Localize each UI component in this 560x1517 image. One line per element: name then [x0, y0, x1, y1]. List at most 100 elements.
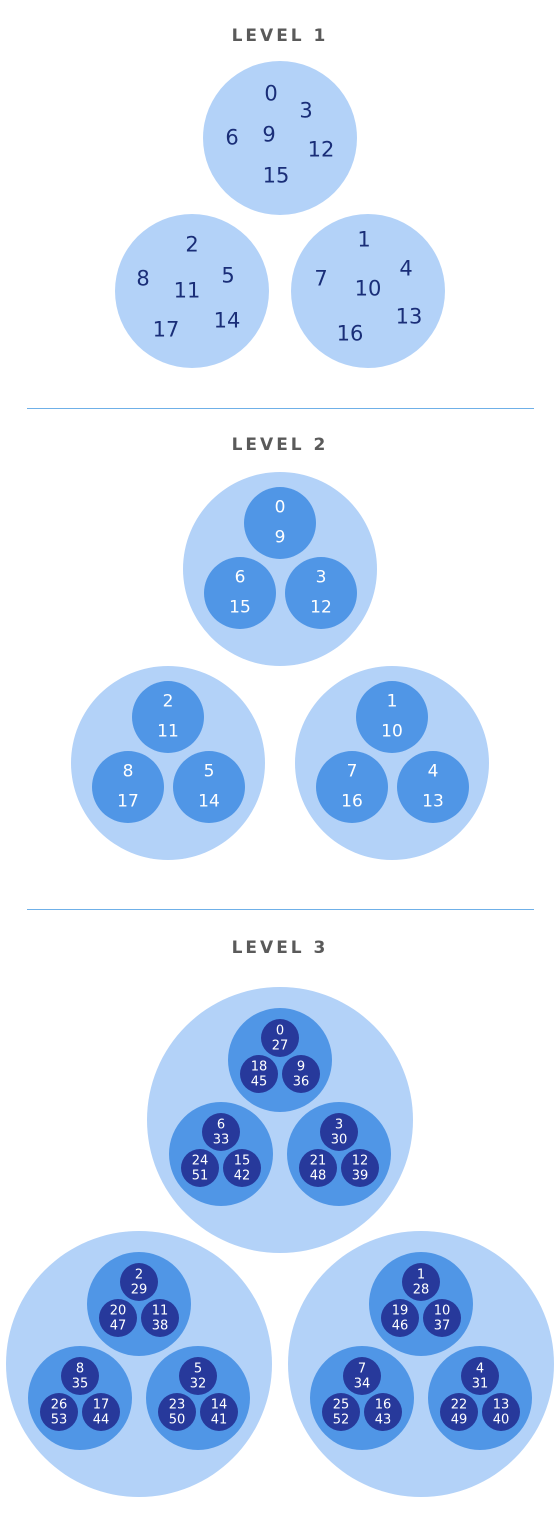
- number-label: 10: [433, 1303, 451, 1319]
- number-label: 17: [92, 1397, 110, 1413]
- number-label: 0: [264, 81, 278, 106]
- subgroup-circle: [92, 751, 164, 823]
- number-label: 8: [75, 1361, 85, 1377]
- number-label: 53: [50, 1412, 68, 1428]
- number-label: 24: [191, 1153, 209, 1169]
- leaf-circle: [402, 1263, 440, 1301]
- leaf-circle: [364, 1393, 402, 1431]
- leaf-circle: [158, 1393, 196, 1431]
- subgroup-circle: [285, 557, 357, 629]
- number-label: 16: [336, 321, 364, 346]
- number-label: 1: [357, 227, 371, 252]
- divider-2: [27, 909, 534, 910]
- number-label: 16: [374, 1397, 392, 1413]
- number-label: 11: [157, 721, 179, 742]
- number-label: 36: [292, 1074, 310, 1090]
- number-label: 18: [250, 1059, 268, 1075]
- leaf-circle: [299, 1149, 337, 1187]
- number-label: 1: [386, 691, 398, 712]
- leaf-circle: [181, 1149, 219, 1187]
- number-label: 7: [314, 266, 328, 291]
- number-label: 5: [221, 263, 235, 288]
- number-label: 0: [274, 497, 286, 518]
- leaf-circle: [82, 1393, 120, 1431]
- number-label: 13: [395, 304, 423, 329]
- number-label: 39: [351, 1168, 369, 1184]
- number-label: 4: [475, 1361, 485, 1377]
- number-label: 23: [168, 1397, 186, 1413]
- leaf-circle: [322, 1393, 360, 1431]
- number-label: 7: [357, 1361, 367, 1377]
- number-label: 3: [299, 98, 313, 123]
- number-label: 5: [193, 1361, 203, 1377]
- number-label: 13: [422, 791, 444, 812]
- divider-1: [27, 408, 534, 409]
- number-label: 25: [332, 1397, 350, 1413]
- number-label: 12: [351, 1153, 369, 1169]
- number-label: 41: [210, 1412, 228, 1428]
- number-label: 15: [229, 597, 251, 618]
- subgroup-circle: [356, 681, 428, 753]
- number-label: 19: [391, 1303, 409, 1319]
- number-label: 14: [210, 1397, 228, 1413]
- number-label: 7: [346, 761, 358, 782]
- number-label: 52: [332, 1412, 350, 1428]
- group-circle: [115, 214, 269, 368]
- number-label: 17: [152, 317, 180, 342]
- number-label: 15: [233, 1153, 251, 1169]
- subgroup-circle: [173, 751, 245, 823]
- number-label: 33: [212, 1132, 230, 1148]
- number-label: 1: [416, 1267, 426, 1283]
- number-label: 14: [213, 308, 241, 333]
- number-label: 11: [151, 1303, 169, 1319]
- number-label: 12: [307, 137, 335, 162]
- number-label: 34: [353, 1376, 371, 1392]
- number-label: 49: [450, 1412, 468, 1428]
- leaf-circle: [341, 1149, 379, 1187]
- number-label: 46: [391, 1318, 409, 1334]
- number-label: 32: [189, 1376, 207, 1392]
- leaf-circle: [440, 1393, 478, 1431]
- number-label: 31: [471, 1376, 489, 1392]
- number-label: 37: [433, 1318, 451, 1334]
- level-1-title: LEVEL 1: [231, 26, 329, 46]
- number-label: 48: [309, 1168, 327, 1184]
- number-label: 26: [50, 1397, 68, 1413]
- number-label: 3: [334, 1117, 344, 1133]
- number-label: 4: [399, 256, 413, 281]
- level-3-title: LEVEL 3: [231, 938, 329, 958]
- group-circle: [203, 61, 357, 215]
- number-label: 9: [296, 1059, 306, 1075]
- number-label: 6: [234, 567, 246, 588]
- number-label: 40: [492, 1412, 510, 1428]
- number-label: 43: [374, 1412, 392, 1428]
- number-label: 45: [250, 1074, 268, 1090]
- number-label: 9: [262, 122, 276, 147]
- leaf-circle: [482, 1393, 520, 1431]
- number-label: 17: [117, 791, 139, 812]
- leaf-circle: [223, 1149, 261, 1187]
- leaf-circle: [61, 1357, 99, 1395]
- number-label: 11: [173, 278, 201, 303]
- number-label: 12: [310, 597, 332, 618]
- leaf-circle: [282, 1055, 320, 1093]
- subgroup-circle: [244, 487, 316, 559]
- number-label: 27: [271, 1038, 289, 1054]
- number-label: 4: [427, 761, 439, 782]
- number-label: 8: [122, 761, 134, 782]
- number-label: 44: [92, 1412, 110, 1428]
- leaf-circle: [40, 1393, 78, 1431]
- number-label: 8: [136, 266, 150, 291]
- number-label: 10: [381, 721, 403, 742]
- leaf-circle: [179, 1357, 217, 1395]
- leaf-circle: [343, 1357, 381, 1395]
- leaf-circle: [261, 1019, 299, 1057]
- leaf-circle: [99, 1299, 137, 1337]
- leaf-circle: [381, 1299, 419, 1337]
- leaf-circle: [200, 1393, 238, 1431]
- leaf-circle: [461, 1357, 499, 1395]
- number-label: 3: [315, 567, 327, 588]
- number-label: 20: [109, 1303, 127, 1319]
- leaf-circle: [141, 1299, 179, 1337]
- number-label: 16: [341, 791, 363, 812]
